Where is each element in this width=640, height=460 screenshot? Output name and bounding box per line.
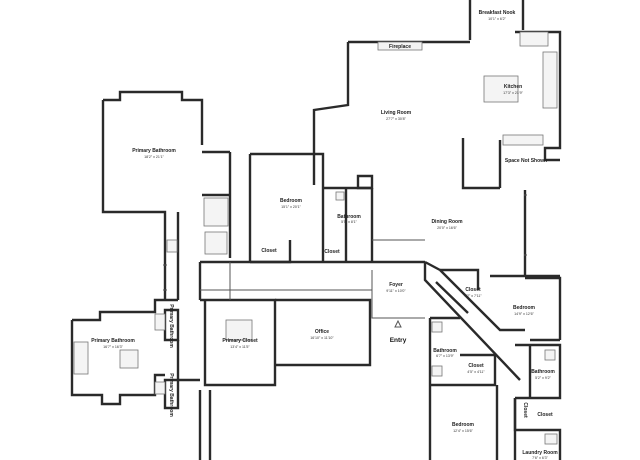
foyer-dims: 9'11" x 10'0" xyxy=(386,289,406,293)
bathroom-east-label: Bathroom xyxy=(531,369,555,375)
office-label: Office xyxy=(315,329,329,335)
bedroom-east-label: Bedroom xyxy=(513,305,536,311)
closet-center-right-label: Closet xyxy=(324,249,340,255)
walls xyxy=(70,0,562,460)
shower xyxy=(203,197,229,227)
primary-bathroom-lower-dims: 16'7" x 16'3" xyxy=(103,345,123,349)
bathroom-south-label: Bathroom xyxy=(433,348,457,354)
fixtures xyxy=(73,31,558,445)
bedroom-south-dims: 12'4" x 15'6" xyxy=(453,429,473,433)
bedroom-south-label: Bedroom xyxy=(452,422,475,428)
laundry-room-dims: 7'6" x 6'3" xyxy=(532,456,548,460)
closet-south-dims: 4'5" x 4'11" xyxy=(467,370,485,374)
tub-upper xyxy=(204,231,228,255)
primary-bathroom-label-2: Primary Bathroom xyxy=(168,373,174,417)
closet-foyer-dims: 7'2" x 7'11" xyxy=(464,294,482,298)
tub-lower xyxy=(73,341,89,375)
living-room-dims: 27'7" x 30'8" xyxy=(386,117,406,121)
primary-bathroom-upper-label: Primary Bathroom xyxy=(132,148,176,154)
dining-room-label: Dining Room xyxy=(431,219,463,225)
shower-lower xyxy=(119,349,139,369)
vanity-lower-2 xyxy=(154,381,166,395)
space-not-shown-label: Space Not Shown xyxy=(505,158,547,164)
living-room-label: Living Room xyxy=(381,110,412,116)
laundry-room-label: Laundry Room xyxy=(522,450,558,456)
washer xyxy=(544,433,558,445)
toilet-center xyxy=(335,191,345,201)
breakfast-nook-dims: 10'1" x 6'2" xyxy=(488,17,506,21)
closet-center-left-label: Closet xyxy=(261,248,277,254)
vanity-lower-1 xyxy=(154,313,166,331)
kitchen-counter-2 xyxy=(502,134,544,146)
office-dims: 16'10" x 11'10" xyxy=(310,336,334,340)
bathroom-east-dims: 5'2" x 9'2" xyxy=(535,376,551,380)
kitchen-label: Kitchen xyxy=(504,84,522,90)
primary-bathroom-lower-label: Primary Bathroom xyxy=(91,338,135,344)
fireplace-label: Fireplace xyxy=(389,44,411,50)
breakfast-nook-label: Breakfast Nook xyxy=(479,10,516,16)
vanity-south xyxy=(431,321,443,333)
closet-foyer-label: Closet xyxy=(465,287,481,293)
tub-south xyxy=(431,365,443,377)
bathroom-center-label: Bathroom xyxy=(337,214,361,220)
partitions xyxy=(163,194,527,319)
bedroom-center-label: Bedroom xyxy=(280,198,303,204)
kitchen-counter xyxy=(542,51,558,109)
fireplace-hearth xyxy=(377,41,423,51)
entry-step xyxy=(394,319,402,328)
room-labels: Breakfast Nook 10'1" x 6'2" Fireplace Ki… xyxy=(91,10,558,460)
bathroom-south-dims: 6'7" x 13'9" xyxy=(436,354,454,358)
closet-east-label: Closet xyxy=(522,402,528,418)
vanity-east xyxy=(544,349,556,361)
bathroom-center-dims: 5'5" x 8'1" xyxy=(341,220,357,224)
primary-bathroom-label-1: Primary Bathroom xyxy=(168,304,174,348)
breakfast-counter xyxy=(519,31,549,47)
primary-bathroom-upper-dims: 18'2" x 21'1" xyxy=(144,155,164,159)
entry-label: Entry xyxy=(390,337,407,344)
dining-room-dims: 20'0" x 16'6" xyxy=(437,226,457,230)
closet-island xyxy=(225,319,253,341)
closet-south-label: Closet xyxy=(468,363,484,369)
vanity-upper xyxy=(166,239,178,253)
kitchen-dims: 17'3" x 21'9" xyxy=(503,91,523,95)
primary-closet-label: Primary Closet xyxy=(222,338,258,344)
closet-laundry-label: Closet xyxy=(537,412,553,418)
kitchen-island xyxy=(483,75,519,103)
primary-closet-dims: 13'4" x 11'5" xyxy=(230,345,250,349)
bedroom-east-dims: 14'9" x 12'6" xyxy=(514,312,534,316)
foyer-label: Foyer xyxy=(389,282,403,288)
bedroom-center-dims: 15'1" x 20'1" xyxy=(281,205,301,209)
